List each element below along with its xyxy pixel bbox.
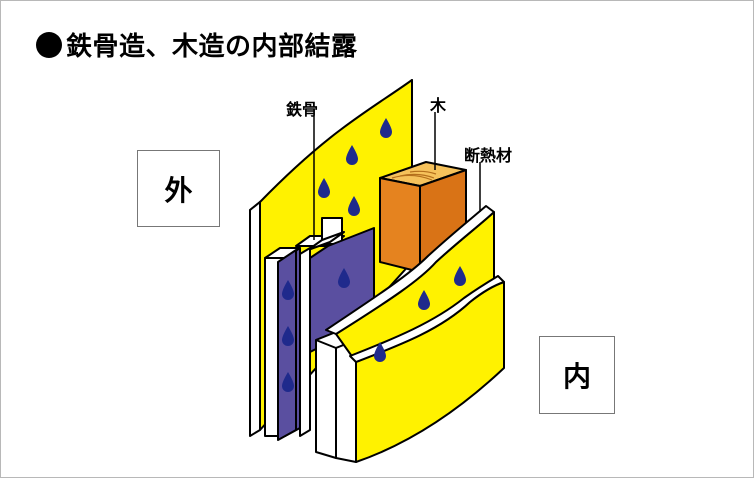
drop-icon xyxy=(346,145,358,165)
drop-icon xyxy=(282,326,294,346)
leader-lines xyxy=(313,112,481,240)
outside-label: 外 xyxy=(164,173,193,207)
drop-icon xyxy=(282,280,294,300)
drop-icon xyxy=(418,290,430,310)
drop-icon xyxy=(318,178,330,198)
page-title: 鉄骨造、木造の内部結露 xyxy=(36,26,358,63)
inside-label-box: 内 xyxy=(539,336,615,414)
drop-icon xyxy=(374,342,386,362)
insulation-label: 断熱材 xyxy=(464,146,513,165)
drop-icon xyxy=(338,268,350,288)
bullet-icon xyxy=(36,32,62,58)
steel-label: 鉄骨 xyxy=(286,100,319,119)
front-insulation-panel xyxy=(315,205,505,463)
drop-icon xyxy=(380,118,392,138)
inside-label: 内 xyxy=(562,360,591,393)
drop-icon xyxy=(282,372,294,392)
wood-label: 木 xyxy=(430,96,447,115)
condensation-drops xyxy=(282,118,466,392)
drop-icon xyxy=(348,196,360,216)
title-text: 鉄骨造、木造の内部結露 xyxy=(66,32,358,62)
drop-icon xyxy=(454,266,466,286)
outside-label-box: 外 xyxy=(137,150,220,227)
